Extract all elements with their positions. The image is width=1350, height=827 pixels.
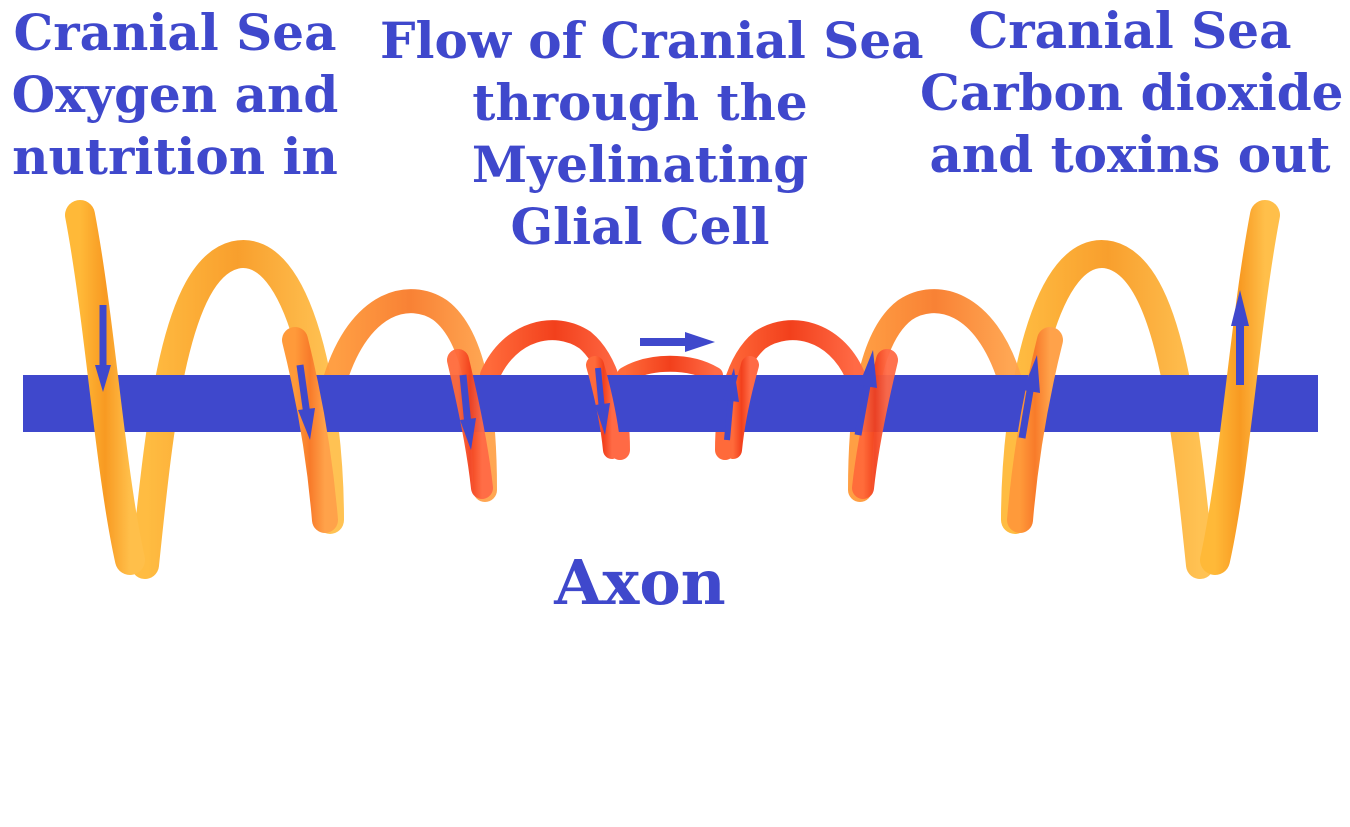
label-line: Cranial Sea bbox=[968, 1, 1292, 60]
label-line: through the bbox=[472, 73, 808, 132]
arrow-up-icon bbox=[854, 350, 877, 436]
axon-label: Axon bbox=[554, 546, 726, 619]
label-co2-out: Cranial Sea Carbon dioxide and toxins ou… bbox=[920, 0, 1344, 186]
label-line: Carbon dioxide bbox=[920, 63, 1344, 122]
label-flow-title: Flow of Cranial Sea through the Myelinat… bbox=[380, 10, 924, 258]
coil-front bbox=[65, 200, 1280, 575]
label-line: Oxygen and bbox=[11, 65, 339, 124]
arrow-down-icon bbox=[95, 305, 111, 392]
axon-bar bbox=[23, 375, 1318, 432]
label-line: Myelinating bbox=[471, 135, 809, 194]
label-line: nutrition in bbox=[12, 127, 338, 186]
label-oxygen-in: Cranial Sea Oxygen and nutrition in bbox=[10, 2, 340, 188]
arrow-down-icon bbox=[595, 367, 610, 435]
label-line: Flow of Cranial Sea bbox=[380, 11, 924, 70]
label-line: Glial Cell bbox=[510, 197, 770, 256]
arrow-up-icon bbox=[723, 368, 739, 441]
arrow-up-icon bbox=[1231, 290, 1249, 385]
arrow-up-icon bbox=[1018, 355, 1040, 439]
arrow-down-icon bbox=[296, 364, 315, 440]
label-line: and toxins out bbox=[929, 125, 1331, 184]
arrow-down-icon bbox=[459, 374, 476, 450]
arrow-right-icon bbox=[640, 332, 715, 352]
label-line: Cranial Sea bbox=[13, 3, 337, 62]
